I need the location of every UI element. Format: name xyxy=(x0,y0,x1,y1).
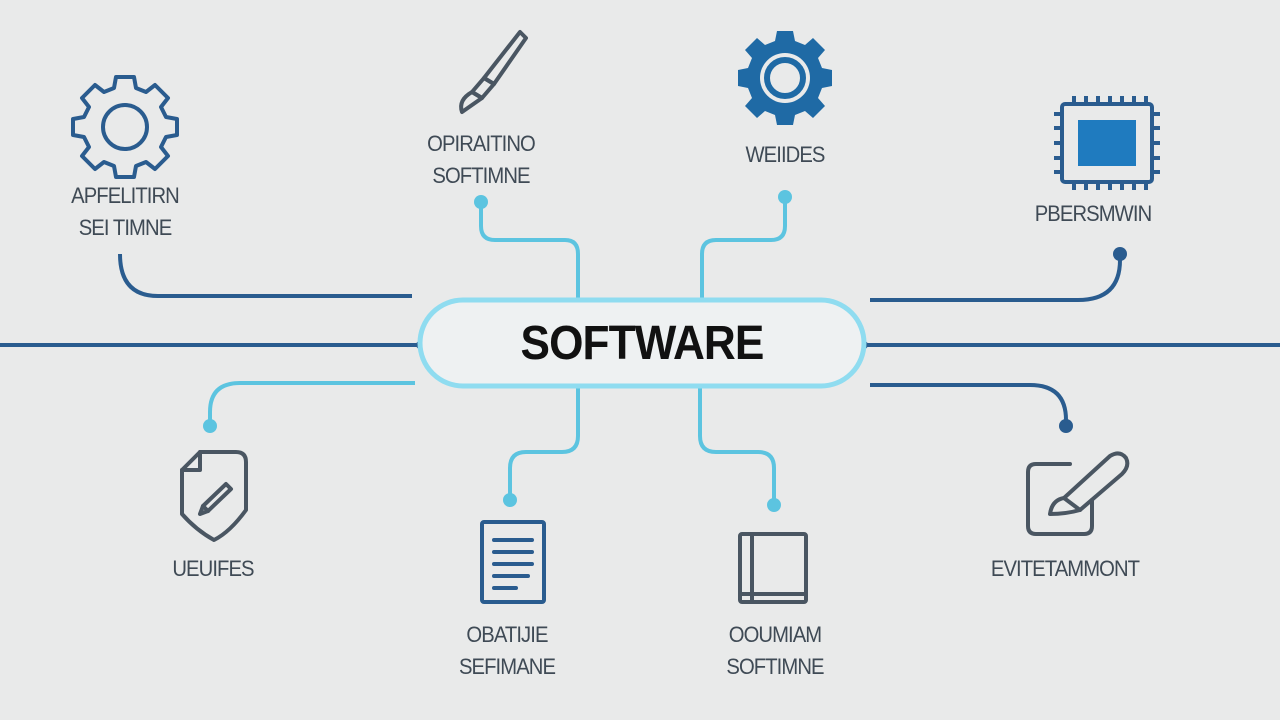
node-wb-label: WEIIDES xyxy=(707,139,863,171)
node-doc-label: OOUMIAM SOFTIMNE xyxy=(697,619,853,683)
node-ent-line1: EVITETAMMONT xyxy=(990,556,1140,581)
connector-ent xyxy=(870,383,1068,426)
connector-prog xyxy=(870,254,1122,302)
node-doc-line1: OOUMIAM xyxy=(728,622,822,647)
paintbrush-icon xyxy=(459,30,528,114)
connector-util-dot xyxy=(203,419,217,433)
connector-wb xyxy=(700,198,787,300)
connector-wb-dot xyxy=(778,190,792,204)
node-db-line2: SEFIMANE xyxy=(458,654,556,679)
node-wb-line1: WEIIDES xyxy=(745,142,825,167)
node-util-line1: UEUIFES xyxy=(172,556,254,581)
node-db-line1: OBATIJIE xyxy=(466,622,548,647)
node-os-line1: OPIRAITINO xyxy=(427,131,536,156)
node-app-line2: SEI TIMNE xyxy=(78,215,172,240)
node-app-label: APFELITIRN SEI TIMNE xyxy=(47,180,203,244)
node-os-line2: SOFTIMNE xyxy=(432,163,530,188)
connector-os-dot xyxy=(474,195,488,209)
gear-filled-icon xyxy=(738,31,832,125)
node-prog-line1: PBERSMWIN xyxy=(1034,201,1152,226)
connector-ent-dot xyxy=(1059,419,1073,433)
connector-db xyxy=(508,388,580,500)
node-ent-label: EVITETAMMONT xyxy=(982,553,1148,585)
node-app-line1: APFELITIRN xyxy=(71,183,180,208)
shield-document-icon xyxy=(180,450,248,542)
connector-doc-dot xyxy=(767,498,781,512)
document-icon xyxy=(480,520,546,604)
connector-app xyxy=(118,253,412,298)
connector-prog-dot xyxy=(1113,247,1127,261)
connector-os xyxy=(479,203,580,300)
gear-outline-icon xyxy=(71,75,179,179)
node-os-label: OPIRAITINO SOFTIMNE xyxy=(403,128,559,192)
connector-doc xyxy=(698,388,776,504)
edit-brush-icon xyxy=(1026,451,1130,536)
node-db-label: OBATIJIE SEFIMANE xyxy=(429,619,585,683)
book-icon xyxy=(738,532,808,604)
connector-util xyxy=(208,381,415,426)
node-prog-label: PBERSMWIN xyxy=(1015,198,1171,230)
hub-label: SOFTWARE xyxy=(520,316,765,370)
chip-icon xyxy=(1054,96,1160,190)
connector-db-dot xyxy=(503,493,517,507)
node-doc-line2: SOFTIMNE xyxy=(726,654,824,679)
hub-pill xyxy=(417,297,867,389)
node-util-label: UEUIFES xyxy=(135,553,291,585)
